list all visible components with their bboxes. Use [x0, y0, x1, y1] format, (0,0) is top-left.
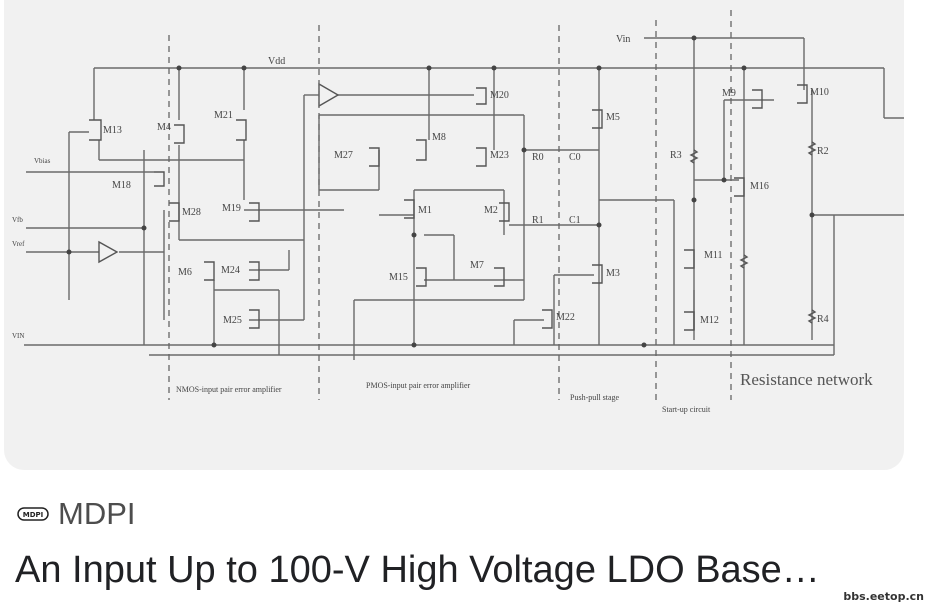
input-label: VIN [12, 332, 24, 340]
transistor-label: M9 [722, 88, 736, 99]
supply-label: Vin [616, 34, 630, 45]
transistor-label: M27 [334, 150, 353, 161]
transistor-label: M7 [470, 260, 484, 271]
circuit-schematic: Vin Vdd Vbias Vfb Vref VIN M13 M4 M21 M1… [12, 10, 904, 414]
transistor-label: M13 [103, 125, 122, 136]
capacitor-label: C0 [569, 152, 581, 163]
section-label: NMOS-input pair error amplifier [176, 385, 282, 394]
transistor-label: M12 [700, 315, 719, 326]
resistor-label: R0 [532, 152, 544, 163]
transistor-label: M8 [432, 132, 446, 143]
transistor-label: M21 [214, 110, 233, 121]
transistor-label: M6 [178, 267, 192, 278]
input-label: Vbias [34, 157, 51, 165]
transistor-label: M4 [157, 122, 171, 133]
transistor-label: M16 [750, 181, 769, 192]
capacitor-label: C1 [569, 215, 581, 226]
transistor-label: M2 [484, 205, 498, 216]
result-title-link[interactable]: An Input Up to 100-V High Voltage LDO Ba… [15, 549, 820, 591]
transistor-label: M5 [606, 112, 620, 123]
mdpi-logo-icon: MDPI [16, 504, 50, 524]
transistor-label: M25 [223, 315, 242, 326]
resistor-label: R3 [670, 150, 682, 161]
section-label: PMOS-input pair error amplifier [366, 381, 471, 390]
result-thumbnail[interactable]: Vin Vdd Vbias Vfb Vref VIN M13 M4 M21 M1… [4, 0, 904, 470]
section-label: Start-up circuit [662, 405, 711, 414]
source-name: MDPI [58, 496, 136, 531]
watermark: bbs.eetop.cn [843, 590, 924, 603]
transistor-label: M23 [490, 150, 509, 161]
transistor-label: M20 [490, 90, 509, 101]
transistor-label: M10 [810, 87, 829, 98]
transistor-label: M3 [606, 268, 620, 279]
section-label: Resistance network [740, 370, 873, 389]
transistor-label: M28 [182, 207, 201, 218]
section-label: Push-pull stage [570, 393, 620, 402]
mdpi-logo-text: MDPI [23, 511, 44, 519]
transistor-label: M18 [112, 180, 131, 191]
resistor-label: R2 [817, 146, 829, 157]
transistor-label: M19 [222, 203, 241, 214]
transistor-label: M15 [389, 272, 408, 283]
transistor-label: M24 [221, 265, 240, 276]
resistor-label: R1 [532, 215, 544, 226]
transistor-label: M11 [704, 250, 723, 261]
supply-label: Vdd [268, 56, 285, 67]
input-label: Vfb [12, 216, 23, 224]
input-label: Vref [12, 240, 25, 248]
transistor-label: M1 [418, 205, 432, 216]
transistor-label: M22 [556, 312, 575, 323]
result-source[interactable]: MDPI MDPI [16, 494, 136, 534]
resistor-label: R4 [817, 314, 829, 325]
